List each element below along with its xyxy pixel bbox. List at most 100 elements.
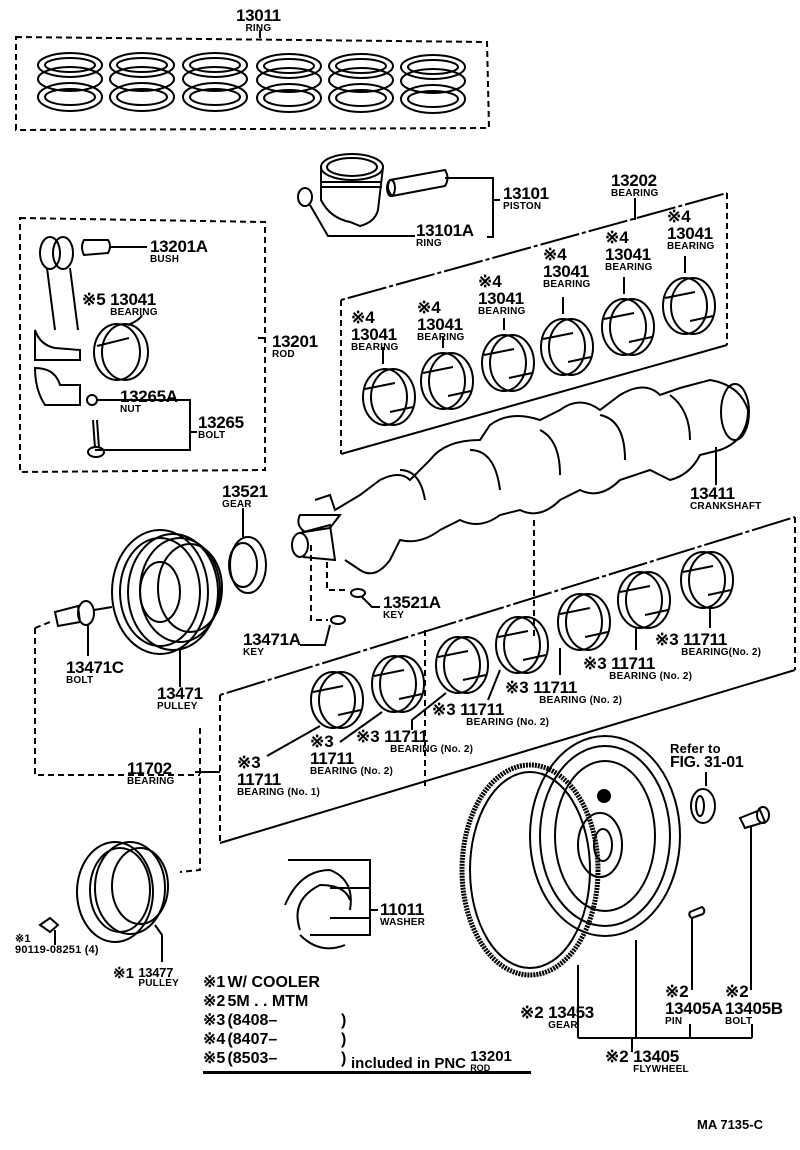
part-number: 11711 <box>460 700 505 719</box>
part-name: BEARING <box>611 188 659 199</box>
part-number: 13202 <box>611 171 657 190</box>
part-name: BEARING <box>110 307 158 318</box>
condition-mark: ※5 <box>82 290 106 309</box>
part-name: NUT <box>120 404 142 415</box>
flywheel-bolt-part <box>738 806 770 990</box>
piston-ring-set <box>400 54 466 114</box>
part-number: 13405A <box>665 999 723 1018</box>
label-upper-bearing: ※4 13041 BEARING <box>667 208 715 252</box>
condition-mark: ※4 <box>543 245 567 264</box>
legend-suffix-text: included in PNC <box>351 1055 467 1072</box>
part-name: CRANKSHAFT <box>690 501 762 512</box>
legend-text: W/ COOLER <box>227 974 320 991</box>
part-name: BEARING <box>543 279 591 290</box>
part-name: PIN <box>665 1016 683 1027</box>
label-upper-bearing: ※4 13041 BEARING <box>351 309 399 353</box>
part-number: 13477 <box>138 965 174 980</box>
legend-mark: ※3 <box>203 1012 226 1029</box>
part-name: GEAR <box>222 499 252 510</box>
part-name: ROD <box>272 349 295 360</box>
upper-bearing-box <box>340 192 728 455</box>
part-number: 13041 <box>667 224 713 243</box>
label-main-bearing-set: 11702 BEARING <box>127 760 175 787</box>
condition-mark: ※2 <box>665 982 689 1001</box>
ring-set-box <box>15 30 491 132</box>
piston-ring-set <box>37 52 103 112</box>
condition-mark: ※3 <box>583 654 607 673</box>
part-number: 11711 <box>533 678 578 697</box>
legend-mark: ※5 <box>203 1050 226 1067</box>
reference-line-1: Refer to <box>670 741 721 756</box>
label-timing-gear: 13521 GEAR <box>222 483 268 510</box>
connecting-rod <box>33 236 197 458</box>
part-number: 13201A <box>150 237 208 256</box>
legend-close: ) <box>341 1012 347 1029</box>
part-name: BEARING <box>667 241 715 252</box>
part-number: 13453 <box>548 1003 594 1022</box>
piston-ring-set <box>328 53 394 113</box>
condition-mark: ※2 <box>605 1047 629 1066</box>
label-pulley-bolt: 13471C BOLT <box>66 659 124 686</box>
part-number: 13405B <box>725 999 783 1018</box>
timing-gear <box>228 508 267 594</box>
part-number: 90119-08251 (4) <box>15 944 99 956</box>
condition-mark: ※4 <box>667 207 691 226</box>
part-name: BEARING (No. 2) <box>310 766 393 777</box>
label-cooler-bolt: ※1 90119-08251 (4) <box>15 934 99 956</box>
legend-close: ) <box>341 1031 347 1048</box>
key-leaders <box>300 545 380 646</box>
part-number: 13411 <box>690 484 735 503</box>
reference-figure[interactable]: FIG. 31-01 <box>670 754 744 771</box>
part-name: PULLEY <box>138 978 180 989</box>
legend-text: (8503– <box>227 1050 278 1067</box>
part-name: BEARING (No. 1) <box>237 787 320 798</box>
thrust-washers <box>284 859 378 950</box>
legend-row: ※4 (8407– ) <box>203 1030 531 1049</box>
label-crankshaft: 13411 CRANKSHAFT <box>690 485 761 512</box>
lower-bearing-shells <box>266 551 734 757</box>
part-number: 11711 <box>384 727 429 746</box>
part-name: KEY <box>383 610 405 621</box>
part-name: BEARING <box>417 332 465 343</box>
part-name: BOLT <box>66 675 94 686</box>
pulley-bolt <box>34 600 200 776</box>
label-lower-bearing: ※3 11711 BEARING (No. 1) <box>237 754 320 798</box>
oil-seal <box>690 772 716 824</box>
part-number: 11711 <box>611 654 656 673</box>
part-number: 13041 <box>351 325 397 344</box>
part-name: PISTON <box>503 201 542 212</box>
illustration-code: MA 7135-C <box>697 1117 763 1132</box>
condition-mark: ※3 <box>505 678 529 697</box>
label-bush: 13201A BUSH <box>150 238 208 265</box>
legend-pnc-number: 13201 <box>470 1048 512 1065</box>
label-gear-key: 13521A KEY <box>383 594 441 621</box>
crankshaft <box>291 378 750 640</box>
part-name: KEY <box>243 647 265 658</box>
part-number: 13011 <box>236 6 281 25</box>
label-lower-bearing: ※3 11711 BEARING (No. 2) <box>583 655 692 682</box>
label-lower-bearing: ※3 11711 BEARING (No. 2) <box>432 701 549 728</box>
part-number: 13521A <box>383 593 441 612</box>
label-upper-bearing: ※4 13041 BEARING <box>478 273 526 317</box>
label-ring: 13011 RING <box>236 7 281 34</box>
part-name: BEARING <box>351 342 399 353</box>
condition-mark: ※1 <box>113 965 134 982</box>
label-lower-bearing: ※3 11711 BEARING (No. 2) <box>505 679 622 706</box>
condition-mark: ※3 <box>356 727 380 746</box>
condition-mark: ※4 <box>417 298 441 317</box>
legend-row: ※2 5M . . MTM <box>203 992 531 1011</box>
piston-ring-set <box>256 53 322 113</box>
part-name: BEARING (No. 2) <box>466 717 550 728</box>
part-name: BUSH <box>150 254 180 265</box>
condition-mark: ※4 <box>478 272 502 291</box>
part-number: 11011 <box>380 900 424 919</box>
label-pin: ※2 13405A PIN <box>665 983 723 1027</box>
part-name: BEARING <box>478 306 526 317</box>
part-number: 11711 <box>683 630 728 649</box>
crank-pulley <box>111 529 223 687</box>
label-bearing-set-13202: 13202 BEARING <box>611 172 659 199</box>
dowel-pin <box>688 905 706 990</box>
condition-mark: ※3 <box>655 630 679 649</box>
legend-row: ※5 (8503– ) included in PNC 13201 ROD <box>203 1048 531 1073</box>
part-name: GEAR <box>548 1020 578 1031</box>
